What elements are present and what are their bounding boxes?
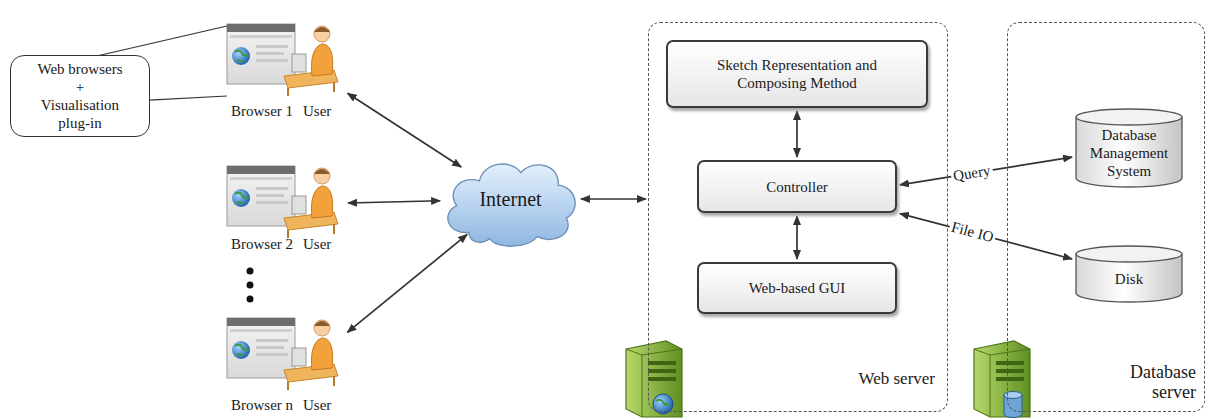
ellipsis-dots <box>247 268 254 303</box>
node-label: Browser 2 <box>231 235 293 253</box>
role-label: User <box>303 235 331 253</box>
edge-label: Query <box>950 162 994 185</box>
node-label: Browser 1 <box>231 102 293 120</box>
process-box: Sketch Representation and Composing Meth… <box>666 40 928 108</box>
node-label: Internet <box>479 187 541 211</box>
role-label: User <box>303 396 331 414</box>
connector-arrow <box>347 234 467 332</box>
role-label: User <box>303 102 331 120</box>
node-label: Database Management System <box>1081 126 1177 180</box>
node-label: Web-based GUI <box>749 279 846 297</box>
node-label: Controller <box>766 178 828 196</box>
edge-label: File IO <box>947 219 997 247</box>
node-label: Sketch Representation and Composing Meth… <box>698 56 896 92</box>
connector-arrow <box>900 214 1072 259</box>
storage-cylinder: Disk <box>1075 245 1183 303</box>
internet-cloud: Internet <box>438 150 583 248</box>
node-label: Database server <box>1096 362 1196 403</box>
callout-note: Web browsers + Visualisation plug-in <box>10 55 150 137</box>
database-server-icon <box>974 341 1030 418</box>
browser-user: Browser n User <box>225 314 345 414</box>
node-label: Disk <box>1115 270 1143 288</box>
connector-arrow <box>581 198 646 200</box>
browser-user-icon <box>227 24 338 96</box>
connector-arrow <box>348 93 462 167</box>
storage-cylinder: Database Management System <box>1075 108 1183 188</box>
connector-arrow <box>900 157 1072 185</box>
browser-user-icon <box>227 166 338 238</box>
server-region: Database server Database Management Syste… <box>1007 22 1205 412</box>
browser-user: Browser 2 User <box>225 163 345 253</box>
connector-arrow <box>348 201 440 203</box>
connector-arrow <box>796 216 798 259</box>
connector-arrow <box>796 111 798 157</box>
node-label: Browser n <box>231 396 293 414</box>
node-label: Web browsers + Visualisation plug-in <box>36 60 125 132</box>
web-server-icon <box>626 341 682 417</box>
node-label: Web server <box>858 369 935 389</box>
server-region: Web server Sketch Representation and Comp… <box>648 22 948 412</box>
browser-user-icon <box>227 318 338 390</box>
process-box: Web-based GUI <box>697 262 897 314</box>
process-box: Controller <box>697 160 897 213</box>
browser-user: Browser 1 User <box>225 20 345 120</box>
